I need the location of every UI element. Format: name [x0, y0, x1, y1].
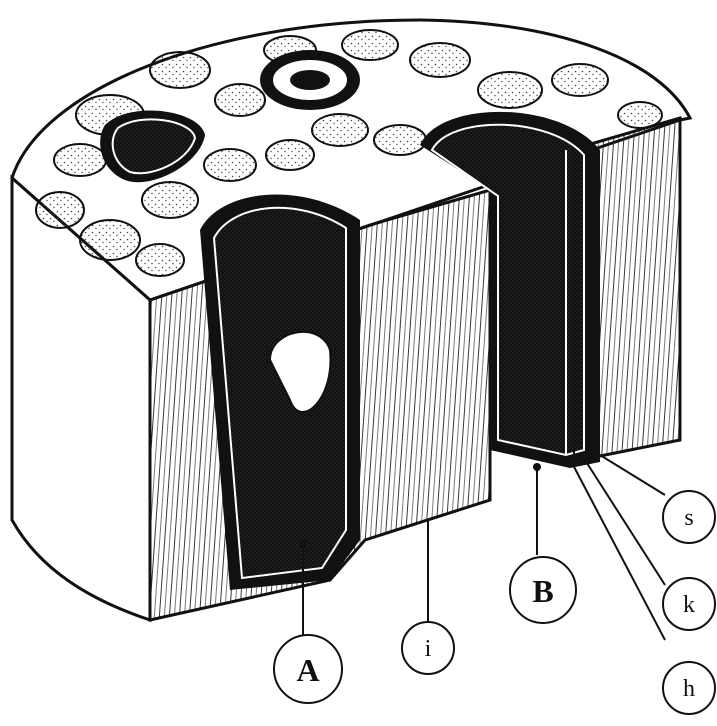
- label-k: k: [663, 578, 715, 630]
- label-h: h: [663, 662, 715, 714]
- svg-text:s: s: [684, 505, 693, 531]
- vessel-round: [260, 50, 360, 110]
- label-b: B: [510, 557, 576, 623]
- svg-text:h: h: [683, 676, 695, 702]
- svg-text:i: i: [425, 636, 432, 662]
- label-i: i: [402, 622, 454, 674]
- svg-text:k: k: [683, 592, 695, 618]
- svg-text:B: B: [532, 573, 553, 609]
- svg-text:A: A: [296, 652, 319, 688]
- label-s: s: [663, 491, 715, 543]
- label-a: A: [274, 635, 342, 703]
